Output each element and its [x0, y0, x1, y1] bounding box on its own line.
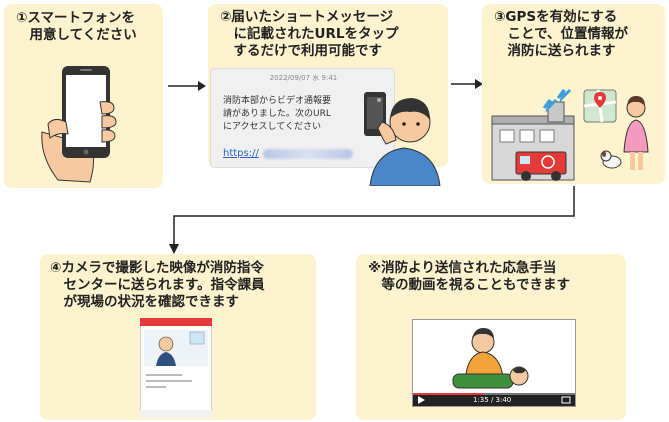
fire-station-gps-illustration: [491, 88, 649, 181]
sms-timestamp: 2022/09/07 水 9:41: [269, 74, 338, 82]
video-time: 1:35 / 3:40: [473, 396, 512, 404]
smartphone-hand-illustration: [41, 66, 117, 183]
first-aid-video-illustration: [413, 320, 575, 406]
step-3-text: ③GPSを有効にする ことで、位置情報が 消防に送られます: [494, 9, 629, 59]
video-progress-fill: [413, 393, 483, 395]
video-controls: [413, 394, 575, 406]
fullscreen-icon[interactable]: [561, 396, 571, 404]
step-5-text: ※消防より送信された応急手当 等の動画を視ることもできます: [368, 260, 570, 293]
step-1-text: ①スマートフォンを 用意してください: [16, 10, 137, 43]
sms-url-link[interactable]: https://: [223, 148, 259, 159]
blurred-url: [263, 149, 353, 159]
video-call-app-screen: [140, 318, 212, 418]
arrow-right-icon: [168, 81, 206, 91]
video-progress-track[interactable]: [413, 393, 575, 395]
video-player[interactable]: 1:35 / 3:40: [412, 319, 576, 407]
signal-icon: [542, 98, 558, 113]
step-2-text: ②届いたショートメッセージ に記載されたURLをタップ するだけで利用可能です: [220, 9, 399, 59]
arrow-right-icon: [451, 79, 483, 89]
person-with-phone-illustration: [364, 92, 441, 186]
play-icon[interactable]: [417, 396, 427, 404]
connector-arrow: [169, 186, 575, 254]
sms-body-text: 消防本部からビデオ通報要 請がありました。次のURL にアクセスしてください: [223, 96, 332, 132]
step-4-text: ④カメラで撮影した映像が消防指令 センターに送られます。指令課員 が現場の状況を…: [50, 260, 265, 310]
